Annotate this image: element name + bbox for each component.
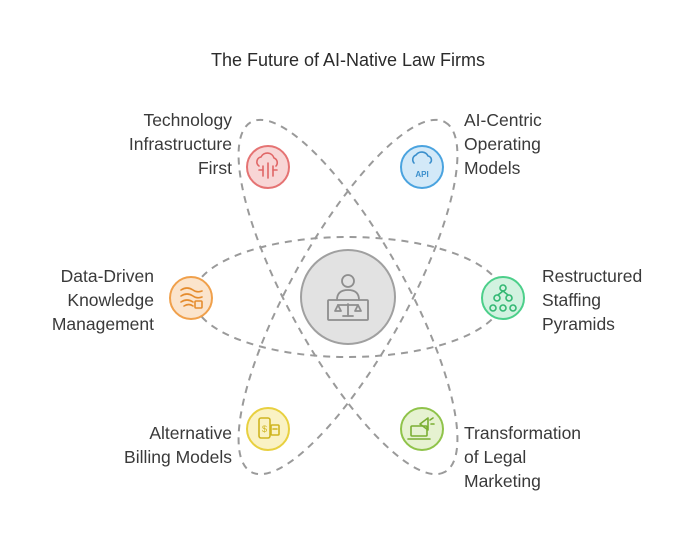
data-streams-icon (180, 287, 203, 309)
diagram-title: The Future of AI-Native Law Firms (210, 50, 486, 70)
label-legal-marketing: Transformation of Legal Marketing (464, 423, 582, 491)
node-ai-centric: API (400, 145, 444, 189)
node-restructured-staffing (481, 276, 525, 320)
lawyer-at-desk-with-scales-icon (327, 274, 369, 321)
svg-text:$: $ (262, 424, 267, 434)
center-node (300, 249, 396, 345)
org-pyramid-icon (489, 284, 517, 312)
label-data-driven: Data-Driven Knowledge Management (51, 266, 154, 334)
svg-text:API: API (415, 170, 428, 179)
orbit-tilted-left (237, 118, 459, 476)
payment-terminal-icon: $ (258, 417, 280, 439)
megaphone-laptop-icon (407, 417, 435, 440)
orbit-tilted-right (237, 118, 459, 476)
label-ai-centric: AI-Centric Operating Models (464, 110, 542, 178)
node-legal-marketing (400, 407, 444, 451)
node-technology-infrastructure (246, 145, 290, 189)
cloud-circuit-icon (256, 152, 279, 179)
cloud-api-icon: API (411, 151, 433, 179)
label-technology-infrastructure: Technology Infrastructure First (128, 110, 232, 178)
label-alternative-billing: Alternative Billing Models (124, 423, 232, 467)
node-alternative-billing: $ (246, 407, 290, 451)
label-restructured-staffing: Restructured Staffing Pyramids (542, 266, 643, 334)
node-data-driven (169, 276, 213, 320)
